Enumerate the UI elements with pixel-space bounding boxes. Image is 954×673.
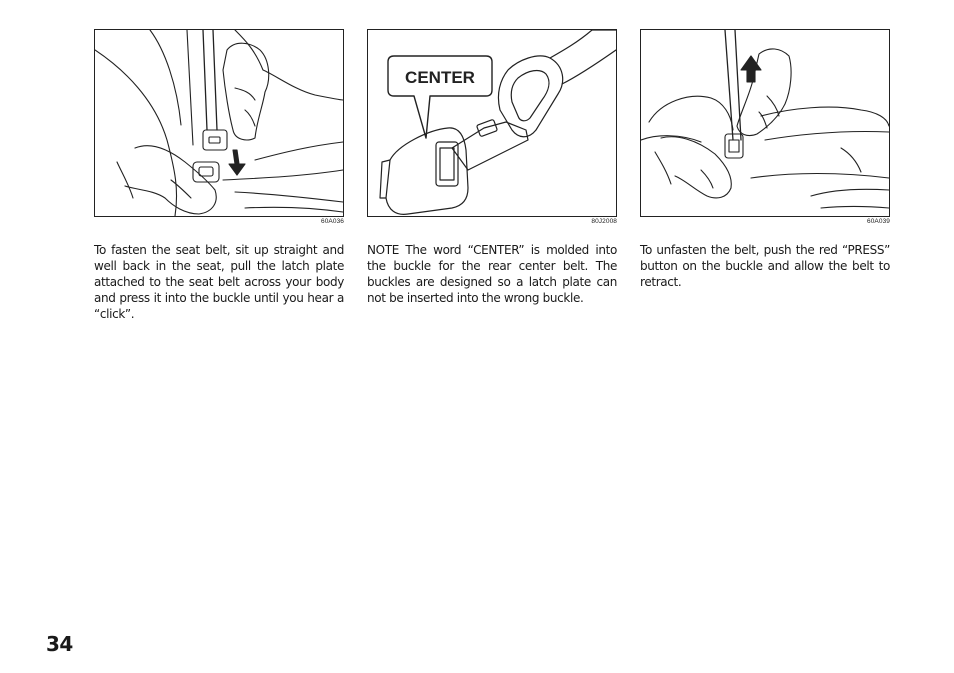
unfasten-belt-drawing [641, 30, 889, 209]
column-fasten: 60A036 To fasten the seat belt, sit up s… [94, 29, 344, 322]
figure-code: 80J2008 [591, 218, 617, 225]
center-buckle-drawing: CENTER [379, 30, 616, 215]
page-number: 34 [46, 632, 73, 656]
instruction-text: To unfasten the belt, push the red “PRES… [640, 243, 890, 289]
instruction-text: To fasten the seat belt, sit up straight… [94, 243, 344, 321]
illustration-unfasten-belt [640, 29, 890, 217]
figure-code: 60A036 [320, 218, 344, 225]
figure-code: 60A039 [866, 218, 890, 225]
note-text: NOTE The word “CENTER” is molded into th… [367, 243, 617, 305]
fasten-belt-drawing [95, 30, 343, 216]
column-center-note: CENTER 80J2008 NOTE The word “CENTER” is… [367, 29, 617, 306]
illustration-fasten-belt [94, 29, 344, 217]
center-callout-label: CENTER [405, 68, 475, 87]
column-unfasten: 60A039 To unfasten the belt, push the re… [640, 29, 890, 290]
illustration-center-buckle: CENTER [367, 29, 617, 217]
